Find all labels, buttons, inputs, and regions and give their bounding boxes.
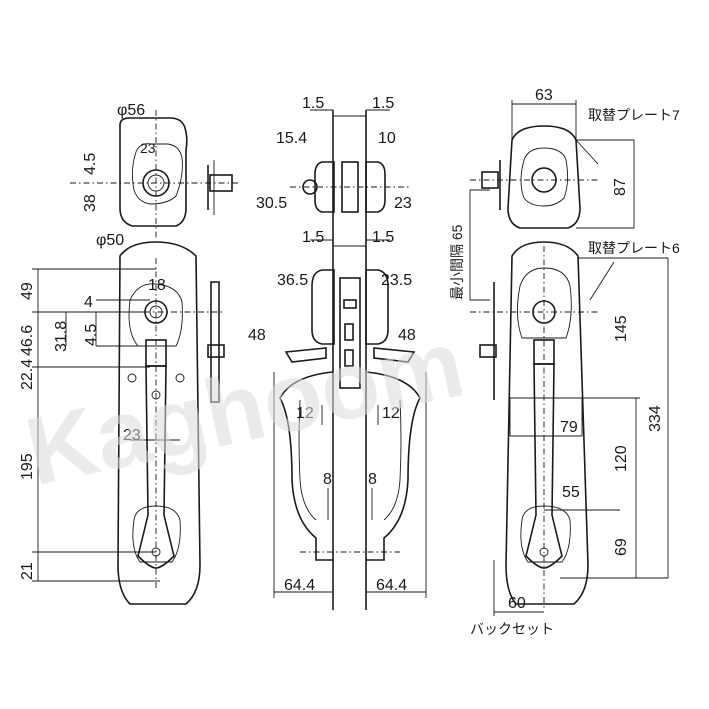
- side-main-lock-body: [339, 277, 361, 389]
- label-back-334: 334: [647, 405, 664, 432]
- label-side-mid-l5: 8: [323, 471, 332, 488]
- label-side-mid-r5: 8: [368, 471, 377, 488]
- label-side-mid-r1: 1.5: [372, 229, 394, 246]
- label-front-x4: 4: [84, 294, 93, 311]
- label-back-120: 120: [613, 445, 630, 472]
- label-backset: バックセット: [470, 621, 554, 637]
- label-plate7: 取替プレート7: [588, 107, 680, 123]
- label-front-x31: 31.8: [53, 321, 70, 352]
- label-front-22: 22.4: [19, 359, 36, 390]
- side-right-thumb: [373, 347, 416, 363]
- front-top-plate-inner: [131, 143, 183, 205]
- label-back-60: 60: [508, 595, 526, 612]
- front-side-edge: [210, 281, 220, 403]
- label-back-69: 69: [613, 538, 630, 556]
- label-side-mid-r6: 64.4: [376, 577, 407, 594]
- front-top-latch: [209, 174, 233, 192]
- label-front-handle-w: 23: [123, 427, 141, 444]
- label-min-gap: 最小間隔 65: [449, 224, 465, 300]
- label-front-mid-cyl: 18: [148, 277, 166, 294]
- front-main-plate-inner: [128, 283, 183, 347]
- side-left-plate: [311, 269, 335, 345]
- side-left-thumb: [284, 347, 327, 363]
- label-front-top-cyl: 23: [140, 140, 156, 156]
- label-side-mid-r3: 48: [398, 327, 416, 344]
- label-front-x45: 4.5: [83, 324, 100, 346]
- label-plate6: 取替プレート6: [588, 240, 680, 256]
- label-side-top-l1: 1.5: [302, 95, 324, 112]
- label-side-top-r1: 1.5: [372, 95, 394, 112]
- label-back-145: 145: [613, 315, 630, 342]
- side-left-handle: [279, 371, 334, 561]
- label-side-top-r3: 23: [394, 195, 412, 212]
- label-side-top-l3: 30.5: [256, 195, 287, 212]
- label-side-mid-l1: 1.5: [302, 229, 324, 246]
- label-side-mid-l3: 48: [248, 327, 266, 344]
- front-latch: [207, 344, 225, 358]
- label-front-21: 21: [19, 562, 36, 580]
- back-top-plate-inner: [520, 147, 569, 207]
- label-back-79: 79: [560, 419, 578, 436]
- label-front-195: 195: [19, 453, 36, 480]
- side-top-right-rose: [365, 161, 386, 213]
- label-side-mid-l2: 36.5: [277, 272, 308, 289]
- back-top-plate: [507, 125, 581, 229]
- label-front-top-a: 4.5: [82, 153, 99, 175]
- back-handle: [525, 363, 563, 569]
- front-top-plate: [119, 117, 188, 227]
- label-back-87: 87: [612, 178, 629, 196]
- label-side-mid-r2: 23.5: [381, 272, 412, 289]
- label-front-mid-dia: φ50: [96, 232, 124, 249]
- front-main-plate: [117, 241, 201, 605]
- label-side-mid-l6: 64.4: [284, 577, 315, 594]
- label-side-top-l2: 15.4: [276, 130, 307, 147]
- label-side-mid-r4: 12: [382, 405, 400, 422]
- side-top-left-rose: [314, 161, 335, 213]
- back-main-plate: [505, 241, 589, 605]
- label-front-46: 46.6: [19, 325, 36, 356]
- side-right-handle: [365, 371, 421, 561]
- back-dims: [469, 100, 669, 616]
- front-bottom-ornament: [132, 505, 181, 563]
- front-left-dims: [32, 268, 180, 582]
- label-back-top-width: 63: [535, 87, 553, 104]
- labels: φ56 23 4.5 38 φ50 18 4 31.8 4.5 49 46.6 …: [19, 87, 680, 637]
- label-back-55: 55: [562, 484, 580, 501]
- back-main-plate-inner: [517, 267, 572, 339]
- label-front-top-b: 38: [82, 194, 99, 212]
- front-handle: [137, 365, 175, 569]
- label-front-49: 49: [19, 282, 36, 300]
- side-dims: [273, 109, 427, 598]
- side-right-plate: [365, 269, 389, 345]
- label-front-top-dia: φ56: [117, 102, 145, 119]
- label-side-top-r2: 10: [378, 130, 396, 147]
- label-side-mid-l4: 12: [296, 405, 314, 422]
